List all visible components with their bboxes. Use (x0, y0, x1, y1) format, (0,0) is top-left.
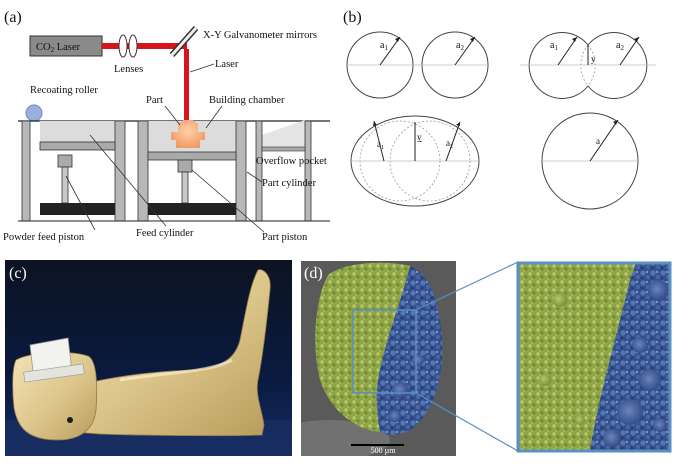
recoating-roller-label: Recoating roller (30, 85, 98, 96)
part-label: Part (146, 95, 163, 106)
a-label: a (596, 136, 600, 146)
part-piston-base (148, 203, 236, 215)
part-piston-plate (147, 151, 237, 161)
y-label-1: y (591, 54, 596, 64)
part-cylinder-label: Part cylinder (262, 178, 316, 189)
a2-label-1: a2 (456, 40, 464, 52)
feed-powder (40, 121, 115, 142)
laser-label: Laser (215, 59, 239, 70)
rivet-hole (67, 417, 73, 423)
part-piston-label: Part piston (262, 232, 308, 243)
feed-cylinder-label: Feed cylinder (136, 228, 194, 239)
feed-piston-base (40, 203, 115, 215)
recoating-roller-icon (25, 104, 43, 122)
a1-label-3: a1 (377, 139, 384, 151)
laser-beam-vertical (184, 49, 189, 139)
panel-a: (a) CO2 Laser Lenses X-Y Galvanometer mi… (3, 9, 330, 243)
feed-piston-plate (39, 141, 116, 151)
part-shape (171, 120, 205, 148)
scale-bar (351, 444, 404, 446)
lens-left-icon (118, 34, 128, 58)
y-label-2: y (417, 132, 422, 142)
panel-b: (b) a1 a2 a1 a2 y a1 a2 y (343, 9, 656, 210)
lenses-label: Lenses (114, 64, 143, 75)
panel-d-label: (d) (304, 265, 323, 282)
panel-a-label: (a) (4, 9, 22, 26)
lens-right-icon (128, 34, 138, 58)
panel-c-label: (c) (9, 265, 27, 282)
a2-label-2: a2 (616, 40, 624, 52)
overflow-pocket-label: Overflow pocket (256, 156, 327, 167)
a1-label-1: a1 (380, 40, 388, 52)
galvo-label: X-Y Galvanometer mirrors (203, 30, 317, 41)
laser-beam-horizontal (102, 43, 187, 49)
zoom-blue (590, 263, 670, 451)
neck-outline (528, 32, 648, 99)
panel-d: 500 µm (d) (301, 261, 672, 456)
a2-label-3: a2 (446, 138, 453, 150)
a1-label-2: a1 (550, 40, 558, 52)
building-chamber-label: Building chamber (209, 95, 285, 106)
overflow-powder (262, 120, 305, 147)
zoom-selection (352, 309, 417, 394)
powder-feed-piston-label: Powder feed piston (3, 232, 85, 243)
co2-laser-label: CO2 Laser (36, 42, 81, 54)
scale-bar-label: 500 µm (371, 446, 397, 455)
panel-b-label: (b) (343, 9, 362, 26)
green-particles (315, 262, 410, 432)
panel-c: (c) (5, 260, 292, 456)
zoom-frame (516, 261, 672, 453)
